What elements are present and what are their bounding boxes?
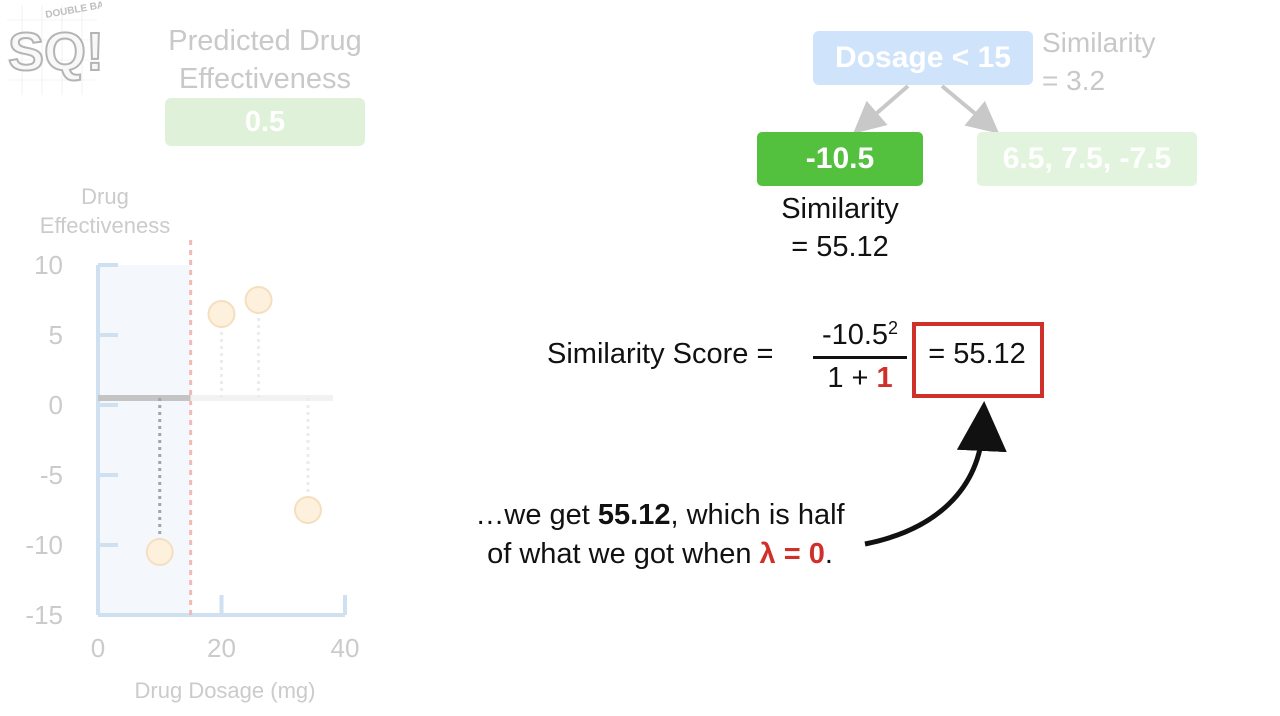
formula-numerator: -10.52	[815, 318, 905, 352]
explanation-lambda: λ = 0	[759, 538, 825, 570]
left-similarity-line-1: Similarity	[781, 193, 899, 225]
denominator-prefix: 1 +	[827, 362, 877, 394]
explanation-part-3: of what we got when	[487, 538, 760, 570]
explanation-part-4: .	[824, 538, 833, 570]
result-highlight-box	[912, 322, 1044, 398]
root-similarity-line-2: = 3.2	[1042, 65, 1106, 96]
fraction-bar	[813, 356, 907, 359]
explanation-line-1: …we get 55.12, which is half	[440, 496, 880, 535]
root-similarity: Similarity = 3.2	[1042, 24, 1156, 100]
x-axis-label: Drug Dosage (mg)	[135, 678, 316, 703]
explanation-part-2: , which is half	[670, 499, 845, 531]
data-point	[207, 300, 236, 328]
tree-branches	[852, 84, 1000, 134]
drug-effectiveness-chart: Drug Effectiveness 10 5 0 -5 -10 -15 0 20 40 Dru…	[25, 184, 360, 703]
curved-arrow	[864, 401, 1007, 547]
predicted-value-box: 0.5	[165, 98, 365, 146]
explanation-line-2: of what we got when λ = 0.	[440, 535, 880, 574]
numerator-value: -10.5	[821, 319, 889, 351]
data-point	[293, 496, 322, 524]
left-branch-arrow	[852, 84, 910, 134]
y-tick-label: -5	[40, 460, 63, 490]
y-axis-label-line-2: Effectiveness	[40, 213, 170, 238]
y-tick-label: -15	[25, 600, 63, 630]
x-tick-label: 40	[331, 633, 360, 663]
y-axis-label-line-1: Drug	[81, 184, 129, 209]
left-similarity-line-2: = 55.12	[791, 231, 889, 263]
explanation-part-1: …we get	[475, 499, 598, 531]
arrow-path	[864, 401, 1007, 547]
svg-text:DOUBLE BAM!!: DOUBLE BAM!!	[45, 0, 102, 21]
explanation-bold-value: 55.12	[597, 499, 671, 531]
x-tick-label: 20	[207, 633, 236, 663]
svg-text:SQ!: SQ!	[8, 22, 102, 82]
data-point	[145, 538, 174, 566]
similarity-score-label: Similarity Score =	[547, 338, 774, 370]
root-node: Dosage < 15	[813, 31, 1033, 85]
predicted-effectiveness-title: Predicted Drug Effectiveness	[150, 22, 380, 98]
y-tick-label: 10	[34, 250, 63, 280]
title-line-1: Predicted Drug	[168, 25, 362, 57]
right-branch-arrow	[940, 84, 1000, 134]
explanation-text: …we get 55.12, which is half of what we …	[440, 496, 880, 574]
x-tick-label: 0	[91, 633, 105, 663]
formula-denominator: 1 + 1	[815, 362, 905, 395]
left-leaf-node: -10.5	[757, 132, 923, 186]
title-line-2: Effectiveness	[179, 63, 351, 95]
root-similarity-line-1: Similarity	[1042, 27, 1156, 58]
left-leaf-similarity: Similarity = 55.12	[740, 190, 940, 266]
numerator-exponent: 2	[888, 318, 899, 338]
y-tick-label: -10	[25, 530, 63, 560]
formula-result: = 55.12	[928, 338, 1026, 370]
right-leaf-node: 6.5, 7.5, -7.5	[977, 132, 1197, 186]
y-tick-label: 5	[49, 320, 63, 350]
y-tick-label: 0	[49, 390, 63, 420]
lambda-value: 1	[876, 362, 893, 394]
statquest-logo: SQ! DOUBLE BAM!!	[2, 0, 120, 100]
left-region-shading	[98, 265, 191, 615]
data-point	[244, 286, 273, 314]
